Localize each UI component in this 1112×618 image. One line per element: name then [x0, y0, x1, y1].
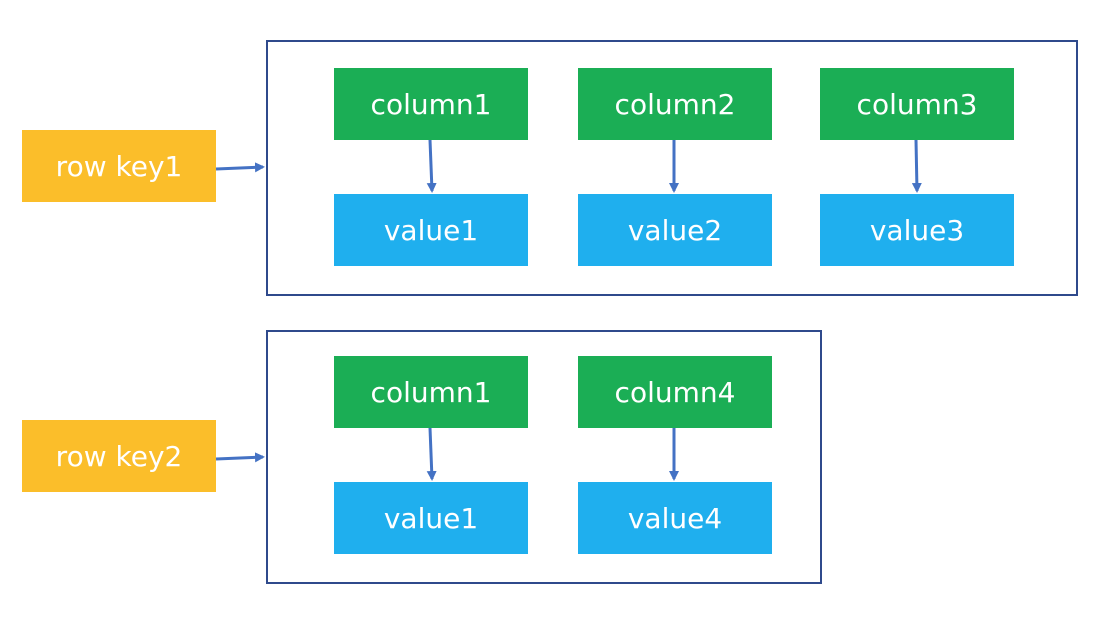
row-1-value-3-label: value3: [869, 213, 965, 247]
row-2-column-1: column1: [334, 356, 528, 428]
row-key-2: row key2: [22, 420, 216, 492]
row-1-value-2-label: value2: [627, 213, 723, 247]
row-1-value-1-label: value1: [383, 213, 479, 247]
row-1-value-1: value1: [334, 194, 528, 266]
row-1-column-2-label: column2: [614, 87, 736, 121]
row-key-1: row key1: [22, 130, 216, 202]
row-1-column-1: column1: [334, 68, 528, 140]
row-1-columns-group: [266, 40, 1078, 296]
row-1-column-3: column3: [820, 68, 1014, 140]
row-1-key-arrow: [215, 162, 265, 173]
row-1-value-2: value2: [578, 194, 772, 266]
row-key-1-label: row key1: [55, 149, 183, 183]
row-1-column-3-label: column3: [856, 87, 978, 121]
row-2-column-4: column4: [578, 356, 772, 428]
row-key-2-label: row key2: [55, 439, 183, 473]
row-2-key-arrow: [215, 452, 265, 463]
row-1-column-2: column2: [578, 68, 772, 140]
row-2-columns-group: [266, 330, 822, 584]
row-2-value-1-label: value1: [383, 501, 479, 535]
row-2-value-4-label: value4: [627, 501, 723, 535]
row-2-value-4: value4: [578, 482, 772, 554]
row-2-column-1-label: column1: [370, 375, 492, 409]
row-2-column-4-label: column4: [614, 375, 736, 409]
row-1-value-3: value3: [820, 194, 1014, 266]
row-2-value-1: value1: [334, 482, 528, 554]
row-1-column-1-label: column1: [370, 87, 492, 121]
